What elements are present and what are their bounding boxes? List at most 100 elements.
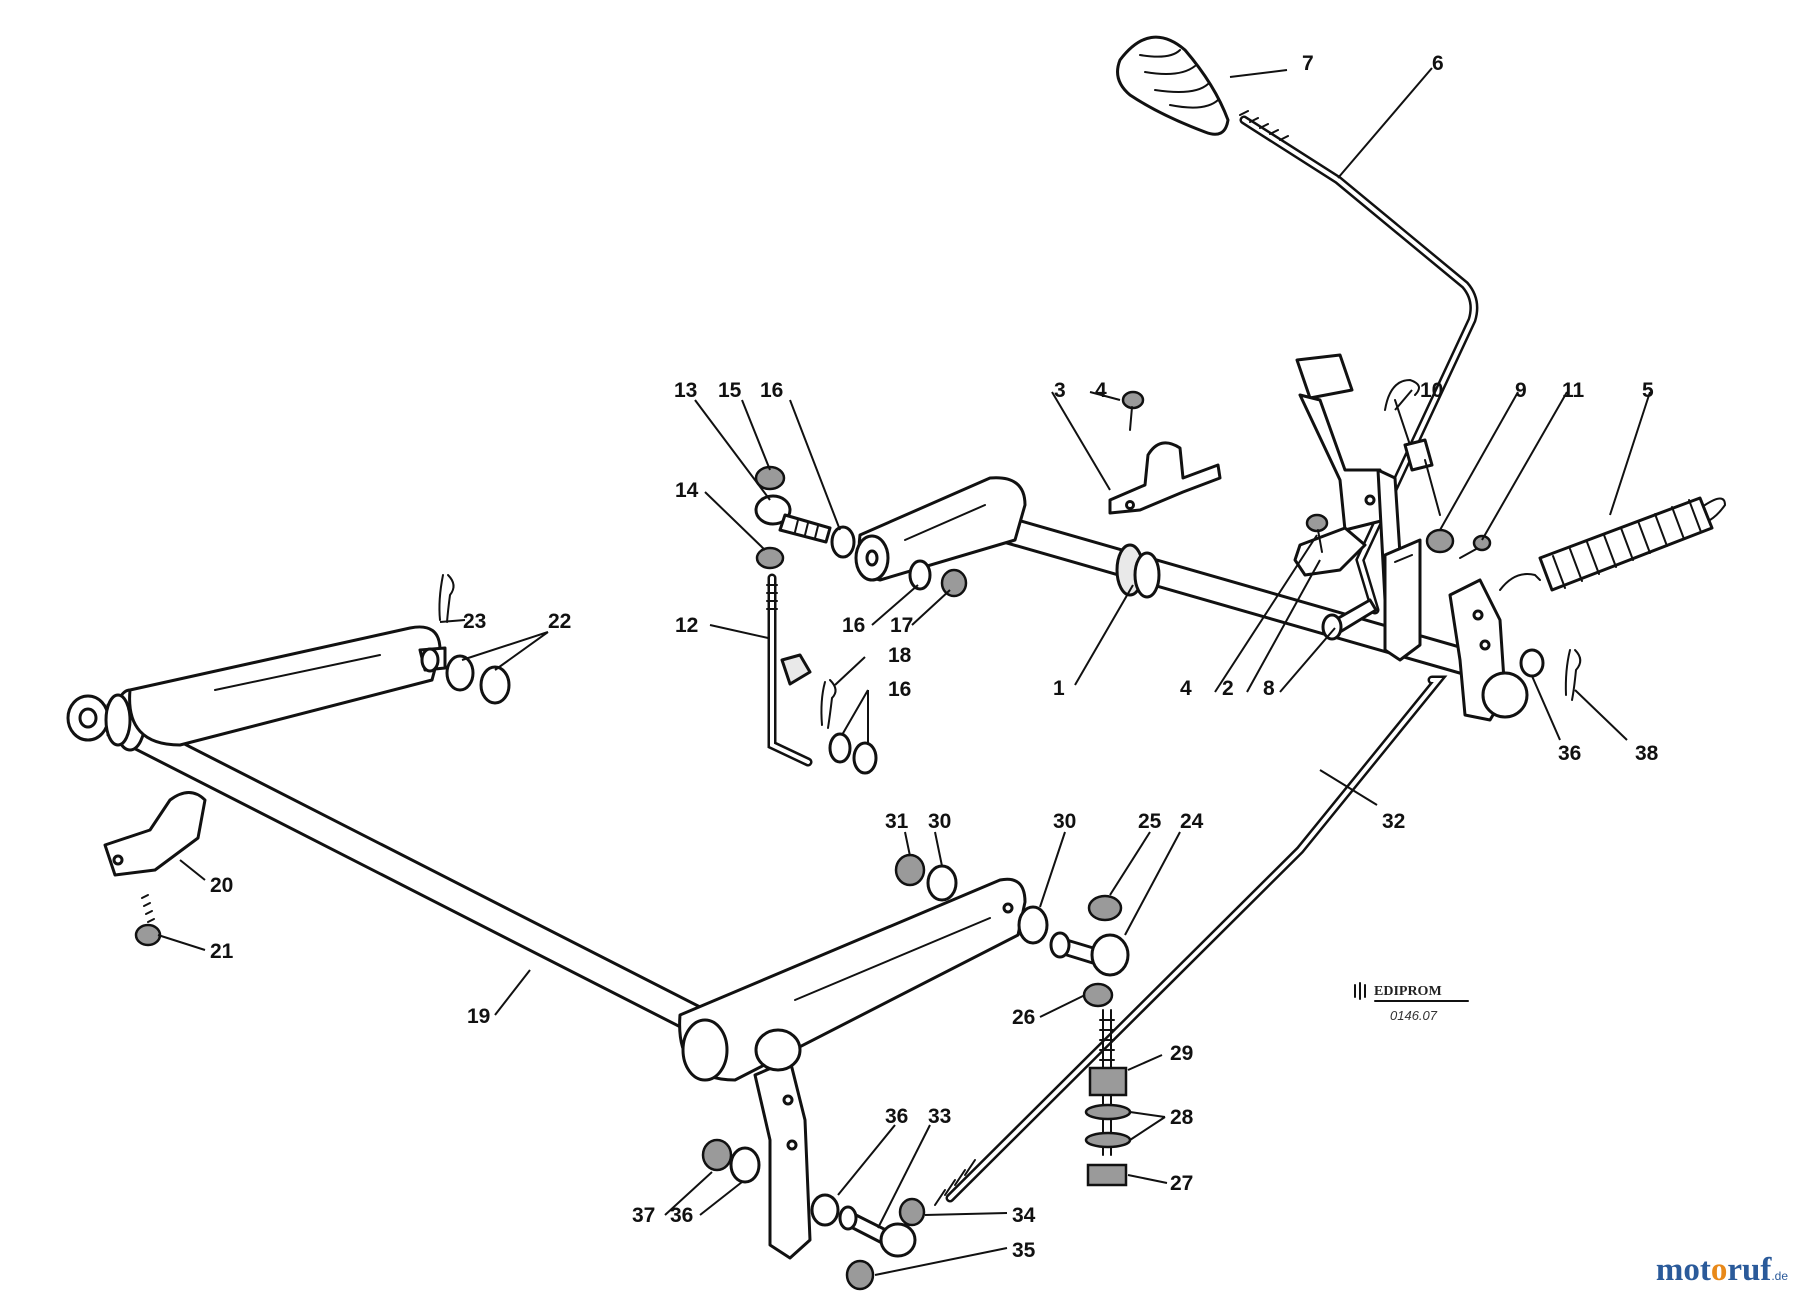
- label-11: 11: [1562, 379, 1585, 402]
- washer-36-top: [1519, 648, 1545, 678]
- label-16-top: 16: [760, 379, 783, 402]
- label-26: 26: [1012, 1006, 1035, 1029]
- washer-30-a: [926, 864, 958, 902]
- nut-17: [940, 568, 968, 598]
- label-10: 10: [1420, 379, 1443, 402]
- label-30-right: 30: [1053, 810, 1076, 833]
- clip-38: [1564, 649, 1582, 701]
- watermark-o: o: [1710, 1252, 1728, 1288]
- label-36-mid: 36: [885, 1105, 908, 1128]
- label-14: 14: [675, 479, 699, 502]
- pull-rod-32: [934, 675, 1448, 1206]
- publisher-logo: EDIPROM 0146.07: [1354, 982, 1469, 1023]
- label-4-top: 4: [1095, 379, 1107, 402]
- watermark-ruf: ruf: [1727, 1252, 1772, 1288]
- label-19: 19: [467, 1005, 490, 1028]
- watermark-logo: motoruf.de: [1656, 1252, 1788, 1289]
- clip-23: [438, 574, 455, 623]
- label-1: 1: [1053, 677, 1065, 700]
- label-13: 13: [674, 379, 697, 402]
- label-25: 25: [1138, 810, 1162, 833]
- washer-16-c: [828, 732, 852, 764]
- label-22: 22: [548, 610, 571, 633]
- clamp-20: [103, 791, 207, 877]
- label-35: 35: [1012, 1239, 1036, 1262]
- washer-16-a: [830, 525, 856, 559]
- washer-16-b: [908, 559, 932, 591]
- label-36-low: 36: [670, 1204, 693, 1227]
- link-rod-12: [766, 573, 813, 767]
- front-right-bracket: [753, 1028, 812, 1260]
- label-34: 34: [1012, 1204, 1036, 1227]
- screw-21: [134, 894, 162, 947]
- washer-22-b: [479, 665, 511, 705]
- clip-18: [820, 679, 837, 729]
- label-15: 15: [718, 379, 742, 402]
- watermark-mot: mot: [1655, 1252, 1711, 1288]
- nut-35: [845, 1259, 875, 1291]
- washer-36-b: [729, 1146, 761, 1184]
- label-28: 28: [1170, 1106, 1194, 1129]
- label-38: 38: [1635, 742, 1659, 765]
- leader-lines: [157, 67, 1651, 1276]
- nut-29: [1088, 1066, 1128, 1097]
- washer-28-a: [1084, 1103, 1132, 1121]
- screw-11: [1459, 534, 1492, 559]
- nut-25: [1087, 894, 1123, 922]
- clamp-3: [1108, 441, 1222, 515]
- trunnion-13: [754, 494, 832, 544]
- label-23: 23: [463, 610, 486, 633]
- label-27: 27: [1170, 1172, 1193, 1195]
- screw-4-top: [1121, 390, 1145, 431]
- watermark-suffix: .de: [1771, 1269, 1788, 1283]
- lever-knob-7: [1116, 35, 1230, 136]
- nut-26: [1082, 982, 1114, 1008]
- label-8: 8: [1263, 677, 1275, 700]
- label-6: 6: [1432, 52, 1444, 75]
- label-33: 33: [928, 1105, 951, 1128]
- label-12: 12: [675, 614, 698, 637]
- bolt-8: [1321, 598, 1378, 641]
- nut-15: [754, 465, 786, 491]
- label-37: 37: [632, 1204, 655, 1227]
- label-4-right: 4: [1180, 677, 1192, 700]
- label-24: 24: [1180, 810, 1204, 833]
- label-2: 2: [1222, 677, 1234, 700]
- spring-clip-10: [1384, 378, 1441, 516]
- label-7: 7: [1302, 52, 1314, 75]
- washer-28-b: [1084, 1131, 1132, 1149]
- nut-31: [894, 853, 926, 887]
- trunnion-33: [838, 1205, 917, 1258]
- label-29: 29: [1170, 1042, 1193, 1065]
- front-right-arm: [678, 877, 1027, 1082]
- label-30-left: 30: [928, 810, 951, 833]
- front-left-arm: [128, 625, 447, 747]
- label-9: 9: [1515, 379, 1527, 402]
- label-3: 3: [1054, 379, 1066, 402]
- washer-16-d: [852, 741, 878, 775]
- nut-34: [898, 1197, 926, 1227]
- washer-22-a: [445, 654, 475, 692]
- label-36-top: 36: [1558, 742, 1581, 765]
- label-20: 20: [210, 874, 233, 897]
- hand-lever-6: [1239, 110, 1479, 615]
- label-18: 18: [888, 644, 912, 667]
- label-31: 31: [885, 810, 909, 833]
- label-21: 21: [210, 940, 234, 963]
- drawing-code: 0146.07: [1390, 1008, 1438, 1023]
- label-16-low: 16: [888, 678, 911, 701]
- screw-4-right: [1305, 513, 1329, 553]
- part-number-labels: 1 2 3 4 4 5 6 7 8 9 10 11 12 13 14 15 16…: [210, 52, 1659, 1262]
- publisher-name: EDIPROM: [1374, 984, 1442, 999]
- label-17: 17: [890, 614, 913, 637]
- label-5: 5: [1642, 379, 1654, 402]
- label-32: 32: [1382, 810, 1405, 833]
- label-16-mid: 16: [842, 614, 865, 637]
- washer-36-c: [810, 1193, 840, 1227]
- nut-9: [1425, 528, 1455, 554]
- right-bracket-plate: [1448, 578, 1529, 722]
- rear-lift-arm: [854, 476, 1027, 582]
- nut-37: [701, 1138, 733, 1172]
- trunnion-24: [1049, 931, 1130, 977]
